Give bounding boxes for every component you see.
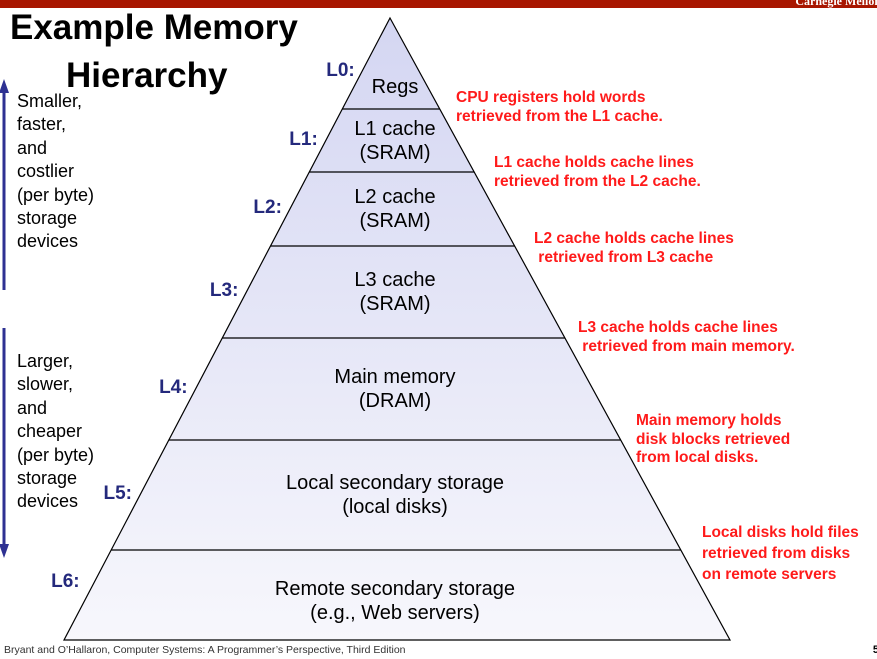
- level-4-text: Main memory(DRAM): [195, 365, 595, 413]
- faster-description: Smaller, faster,and costlier(per byte) stor…: [17, 90, 94, 254]
- band-line: Main memory: [334, 366, 456, 388]
- level-2-text: L2 cache(SRAM): [195, 185, 595, 233]
- slower-line: devices: [17, 491, 79, 512]
- note-line: retrieved from main memory.: [578, 337, 795, 355]
- note-line: retrieved from disks: [702, 545, 851, 562]
- note-line: retrieved from the L1 cache.: [456, 107, 663, 125]
- band-line: L3 cache: [354, 269, 436, 291]
- band-line: L2 cache: [354, 186, 436, 208]
- level-0-text: Regs: [195, 75, 595, 99]
- top-bar: Carnegie Mellon: [0, 0, 877, 8]
- level-1-text: L1 cache(SRAM): [195, 117, 595, 165]
- note-line: retrieved from the L2 cache.: [494, 172, 701, 190]
- note-line: L2 cache holds cache lines: [534, 230, 734, 247]
- note-line: Main memory holds: [636, 412, 782, 429]
- slide-title-line2: Hierarchy: [66, 56, 228, 95]
- up-arrow-head: [0, 79, 9, 93]
- level-5-note: Local disks hold files retrieved from dis…: [702, 522, 859, 585]
- level-3-note: L3 cache holds cache lines retrieved fro…: [578, 319, 795, 356]
- slower-line: Larger,: [17, 351, 74, 371]
- level-label-3: L3:: [209, 280, 239, 301]
- band-line: Regs: [371, 76, 419, 98]
- faster-line: Smaller,: [17, 91, 83, 111]
- note-line: from local disks.: [636, 449, 759, 466]
- note-line: retrieved from L3 cache: [534, 248, 714, 266]
- down-arrow-head: [0, 544, 9, 558]
- level-label-6: L6:: [51, 571, 80, 592]
- page-number: 5: [872, 644, 877, 656]
- band-line: Local secondary storage: [286, 472, 504, 494]
- band-line: (DRAM): [358, 390, 432, 412]
- level-label-4: L4:: [159, 377, 188, 398]
- level-label-5: L5:: [103, 483, 133, 504]
- brand-label: Carnegie Mellon: [795, 0, 877, 8]
- level-label-1: L1:: [289, 128, 318, 150]
- faster-line: devices: [17, 231, 79, 252]
- slower-description: Larger, slower,and cheaper(per byte) storag…: [17, 350, 94, 514]
- level-5-text: Local secondary storage(local disks): [195, 471, 595, 519]
- band-line: (SRAM): [359, 293, 431, 315]
- faster-line: storage: [17, 208, 78, 229]
- note-line: Local disks hold files: [702, 524, 859, 541]
- slower-line: and: [17, 397, 48, 418]
- note-line: on remote servers: [702, 566, 837, 583]
- faster-line: costlier: [17, 161, 75, 182]
- band-line: L1 cache: [354, 117, 436, 140]
- slower-line: (per byte): [17, 444, 95, 465]
- slide-title-line1: Example Memory: [10, 8, 298, 47]
- level-label-0: L0:: [326, 60, 355, 81]
- note-line: disk blocks retrieved: [636, 430, 791, 448]
- slower-line: cheaper: [17, 421, 83, 442]
- slower-line: slower,: [17, 374, 74, 395]
- level-2-note: L2 cache holds cache lines retrieved fro…: [534, 230, 734, 267]
- level-label-2: L2:: [253, 197, 282, 218]
- band-line: (SRAM): [359, 141, 431, 164]
- note-line: CPU registers hold words: [456, 89, 646, 106]
- level-3-text: L3 cache(SRAM): [195, 268, 595, 316]
- note-line: L3 cache holds cache lines: [578, 319, 778, 336]
- band-line: (SRAM): [359, 210, 431, 232]
- slower-line: storage: [17, 468, 78, 489]
- footer-citation: Bryant and O’Hallaron, Computer Systems:…: [4, 644, 406, 656]
- faster-line: and: [17, 137, 48, 158]
- pyramid-outline: [63, 16, 732, 641]
- level-6-text: Remote secondary storage(e.g., Web serve…: [195, 577, 595, 625]
- note-line: L1 cache holds cache lines: [494, 154, 694, 171]
- band-line: Remote secondary storage: [274, 578, 516, 600]
- band-line: (local disks): [342, 496, 448, 518]
- band-line: (e.g., Web servers): [310, 602, 480, 624]
- faster-line: faster,: [17, 114, 67, 135]
- faster-line: (per byte): [17, 184, 95, 205]
